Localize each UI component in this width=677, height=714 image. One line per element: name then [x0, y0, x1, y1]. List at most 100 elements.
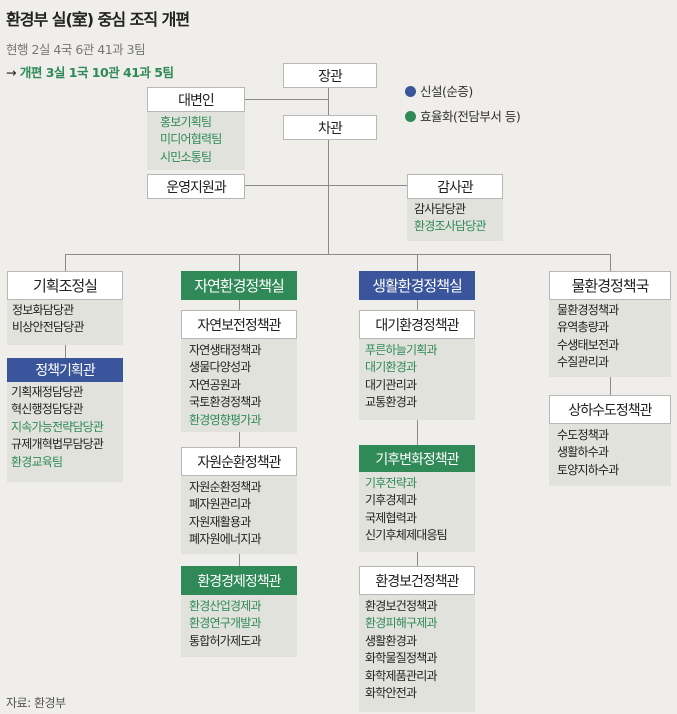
legend-efficiency: 효율화(전담부서 등): [405, 106, 521, 125]
list-item: 폐자원관리과: [189, 497, 251, 512]
water-sewage-box: 상하수도정책관: [549, 395, 671, 424]
source-note: 자료: 환경부: [6, 696, 66, 710]
legend-label: 효율화(전담부서 등): [420, 109, 521, 124]
environmental-health-panel: [359, 595, 475, 712]
list-item: 신기후체제대응팀: [365, 528, 448, 543]
vice-minister-box: 차관: [283, 115, 377, 140]
list-item: 수도정책과: [557, 428, 609, 442]
policy-planning-panel: [7, 382, 123, 482]
list-item: 자연공원과: [189, 377, 241, 392]
connector: [239, 554, 240, 566]
connector: [417, 300, 418, 310]
list-item: 화학물질정책과: [365, 651, 437, 666]
blue-dot-icon: [405, 86, 416, 97]
list-item: 규제개혁법무담당관: [11, 437, 104, 452]
audit-box: 감사관: [407, 174, 503, 199]
list-item: 국토환경정책과: [189, 395, 261, 410]
list-item: 비상안전담당관: [12, 320, 84, 335]
list-item: 자원재활용과: [189, 514, 251, 529]
environmental-health-list: 환경보건정책과 환경피해구제과 생활환경과 화학물질정책과 화학제품관리과 화학…: [365, 598, 437, 702]
list-item: 환경교육팀: [11, 454, 63, 469]
connector: [239, 300, 240, 310]
list-item: 생활환경과: [365, 633, 417, 648]
list-item: 환경보건정책과: [365, 599, 437, 613]
spokesperson-box: 대변인: [147, 87, 245, 112]
environmental-health-box: 환경보건정책관: [359, 566, 475, 595]
water-bureau-panel: [549, 300, 671, 377]
spokesperson-panel: [147, 112, 245, 170]
list-item: 생물다양성과: [189, 360, 251, 375]
connector: [417, 552, 418, 566]
living-office-box: 생활환경정책실: [359, 271, 475, 300]
list-item: 혁신행정담당관: [11, 402, 83, 417]
list-item: 감사담당관: [414, 202, 466, 216]
resource-circulation-panel: [181, 476, 297, 554]
nature-conservation-box: 자연보전정책관: [181, 310, 297, 339]
legend-label: 신설(순증): [420, 84, 473, 99]
list-item: 화학제품관리과: [365, 668, 437, 683]
list-item: 환경산업경제과: [189, 599, 261, 613]
list-item: 자연생태정책과: [189, 343, 261, 357]
list-item: 물환경정책과: [557, 303, 619, 317]
list-item: 기후전략과: [365, 476, 417, 490]
list-item: 환경영향평가과: [189, 412, 261, 427]
reform-structure: → 개편 3실 1국 10관 41과 5팀: [6, 62, 174, 81]
connector: [65, 254, 610, 255]
current-structure: 현행 2실 4국 6관 41과 3팀: [6, 42, 146, 57]
water-bureau-box: 물환경정책국: [549, 271, 671, 300]
list-item: 환경조사담당관: [414, 219, 486, 234]
planning-office-panel: [7, 300, 123, 345]
policy-planning-box: 정책기획관: [7, 358, 123, 382]
list-item: 자원순환정책과: [189, 480, 261, 494]
list-item: 기후경제과: [365, 493, 417, 508]
connector: [417, 254, 418, 271]
connector: [239, 432, 240, 447]
planning-office-box: 기획조정실: [7, 271, 123, 300]
list-item: 화학안전과: [365, 686, 417, 701]
list-item: 환경피해구제과: [365, 616, 437, 631]
reform-text: 개편 3실 1국 10관 41과 5팀: [19, 65, 174, 80]
list-item: 환경연구개발과: [189, 616, 261, 631]
environmental-economy-panel: [181, 595, 297, 657]
list-item: 생활하수과: [557, 445, 609, 460]
list-item: 통합허가제도과: [189, 633, 261, 648]
water-bureau-list: 물환경정책과 유역총량과 수생태보전과 수질관리과: [557, 302, 619, 372]
climate-change-box: 기후변화정책관: [359, 445, 475, 472]
spokesperson-list: 홍보기획팀 미디어협력팀 시민소통팀: [160, 114, 222, 166]
audit-panel: [407, 199, 503, 241]
list-item: 푸른하늘기획과: [365, 343, 437, 357]
air-quality-panel: [359, 339, 475, 420]
list-item: 대기환경과: [365, 360, 417, 375]
connector: [65, 345, 66, 358]
list-item: 미디어협력팀: [160, 132, 222, 147]
list-item: 정보화담당관: [12, 303, 74, 317]
environmental-economy-list: 환경산업경제과 환경연구개발과 통합허가제도과: [189, 598, 261, 650]
list-item: 유역총량과: [557, 320, 609, 335]
climate-change-panel: [359, 472, 475, 552]
water-sewage-list: 수도정책과 생활하수과 토양지하수과: [557, 427, 619, 479]
connector: [65, 254, 66, 271]
nature-conservation-panel: [181, 339, 297, 432]
list-item: 수생태보전과: [557, 337, 619, 352]
resource-circulation-list: 자원순환정책과 폐자원관리과 자원재활용과 폐자원에너지과: [189, 479, 261, 549]
list-item: 교통환경과: [365, 395, 417, 410]
list-item: 홍보기획팀: [160, 115, 212, 129]
connector: [610, 377, 611, 395]
connector: [610, 254, 611, 271]
policy-planning-list: 기획재정담당관 혁신행정담당관 지속가능전략담당관 규제개혁법무담당관 환경교육…: [11, 384, 104, 471]
arrow-icon: →: [6, 65, 16, 80]
water-sewage-panel: [549, 424, 671, 486]
connector: [328, 88, 329, 254]
legend-new: 신설(순증): [405, 81, 473, 100]
environmental-economy-box: 환경경제정책관: [181, 566, 297, 595]
audit-list: 감사담당관 환경조사담당관: [414, 201, 486, 236]
nature-conservation-list: 자연생태정책과 생물다양성과 자연공원과 국토환경정책과 환경영향평가과: [189, 342, 261, 429]
connector: [244, 99, 328, 100]
operations-box: 운영지원과: [147, 174, 245, 199]
list-item: 지속가능전략담당관: [11, 419, 104, 434]
list-item: 대기관리과: [365, 377, 417, 392]
nature-office-box: 자연환경정책실: [181, 271, 297, 300]
air-quality-box: 대기환경정책관: [359, 310, 475, 339]
list-item: 수질관리과: [557, 355, 609, 370]
minister-box: 장관: [283, 63, 377, 88]
